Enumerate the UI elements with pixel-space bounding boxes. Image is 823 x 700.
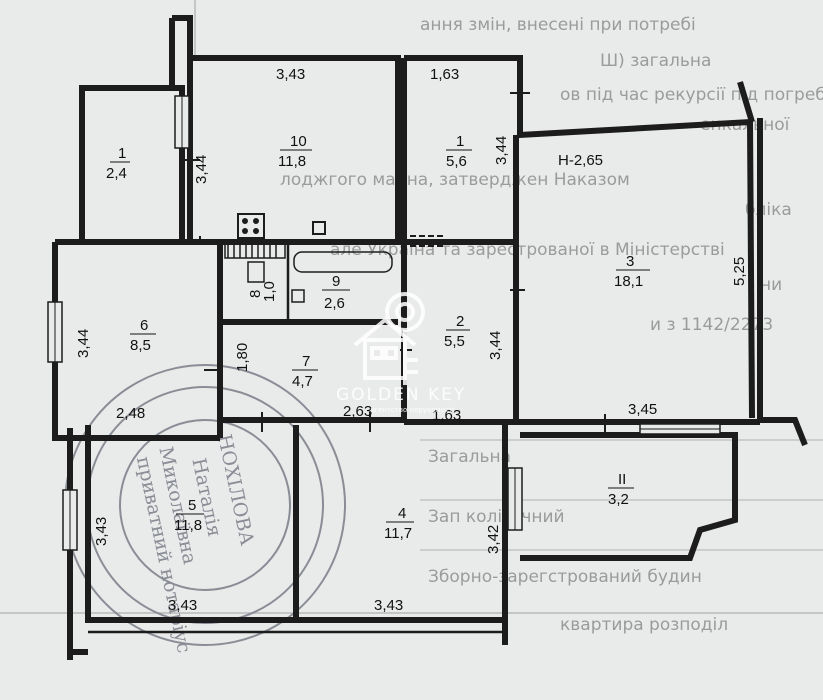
dimension-label: 3,43 [374,597,403,614]
room-labels: 1 2,4 10 11,8 1 5,6 3 18,1 6 8,5 8 1,0 [106,133,650,542]
dimension-label: 5,25 [731,257,748,286]
room-number: 4 [398,505,406,522]
ceiling-height-label: Н-2,65 [558,152,603,169]
toilet-icon [247,261,265,283]
background-document: ання змін, внесені при потребі Ш) загаль… [0,0,823,635]
bg-text: бліка [745,200,792,220]
room-area: 4,7 [292,373,313,390]
bathtub-icon [293,251,393,273]
room-label: 6 8,5 [130,317,156,354]
room-label: 8 1,0 [247,281,278,302]
watermark-brand: GOLDEN KEY [336,385,466,405]
dimension-label: 1,80 [234,343,251,372]
dimension-label: 3,45 [628,401,657,418]
dimension-label: 3,42 [485,525,502,554]
dimension-label: 2,63 [343,403,372,420]
room-number: 8 [247,290,264,298]
washbasin-icon [291,289,305,303]
bg-text: ання змін, внесені при потребі [420,15,696,35]
room-area: 3,2 [608,491,629,508]
watermark-sub: агентство нерухомості [370,406,455,414]
dimension-label: 3,43 [93,517,110,546]
room-label: 9 2,6 [322,273,350,312]
room-label: 1 5,6 [446,133,472,170]
bg-text: и з 1142/2273 [650,315,773,335]
room-area: 11,8 [278,153,306,170]
walls [52,15,808,660]
dimension-labels: 3,43 1,63 3,44 3,44 5,25 3,44 1,80 2,4 8 … [75,66,748,614]
dimension-label: 1,63 [432,407,461,424]
room-label: 10 11,8 [278,133,312,170]
room-area: 5,5 [444,333,465,350]
room-area: 1,0 [261,281,278,302]
room-area: 8,5 [130,337,151,354]
room-number: 3 [626,253,634,270]
dimension-label: 2,48 [116,405,145,422]
dimension-label: 1,63 [430,66,459,83]
room-number: 7 [302,353,310,370]
room-area: 5,6 [446,153,467,170]
room-area: 11,7 [384,525,412,542]
room-number: II [618,471,626,488]
room-label: 7 4,7 [292,353,318,390]
room-label: 4 11,7 [384,505,414,542]
room-area: 11,8 [174,517,202,534]
bg-text: ов під час рекурсії під погреба [560,85,823,105]
bg-text: Зап колістчний [428,507,565,527]
room-label: II 3,2 [608,471,634,508]
dimension-label: 3,43 [168,597,197,614]
golden-key-watermark: GOLDEN KEY агентство нерухомості [336,292,466,414]
room-number: 2 [456,313,464,330]
dimension-label: 3,43 [276,66,305,83]
fixtures [224,213,393,303]
bg-text: Загальна [428,447,511,467]
room-number: 10 [290,133,307,150]
room-number: 9 [332,273,340,290]
room-number: 1 [118,145,126,162]
bg-text: квартира розподіл [560,615,728,635]
dimension-label: 3,44 [75,329,92,358]
windows [47,95,721,551]
sink-icon [312,221,326,235]
dimension-label: 3,44 [493,136,510,165]
room-label: 3 18,1 [614,253,650,290]
bg-text: Зборно-зарегстрований будин [428,567,702,587]
key-logo-icon [353,292,425,385]
room-area: 2,4 [106,165,127,182]
bg-text: лоджгого майна, затверджен Наказом [280,170,630,190]
bg-text: ни [760,275,782,295]
room-area: 2,6 [324,295,345,312]
room-number: 1 [456,133,464,150]
bg-text: Ш) загальна [600,51,711,71]
door-ticks [180,92,606,434]
room-number: 5 [188,497,196,514]
stove-icon [237,213,265,239]
dimension-label: 3,44 [193,155,210,184]
room-area: 18,1 [614,273,643,290]
room-label: 2 5,5 [444,313,470,350]
dimension-label: 3,44 [487,331,504,360]
room-number: 6 [140,317,148,334]
radiator-icon [224,243,286,259]
room-label: 1 2,4 [106,145,130,182]
room-label: 5 11,8 [174,497,204,534]
